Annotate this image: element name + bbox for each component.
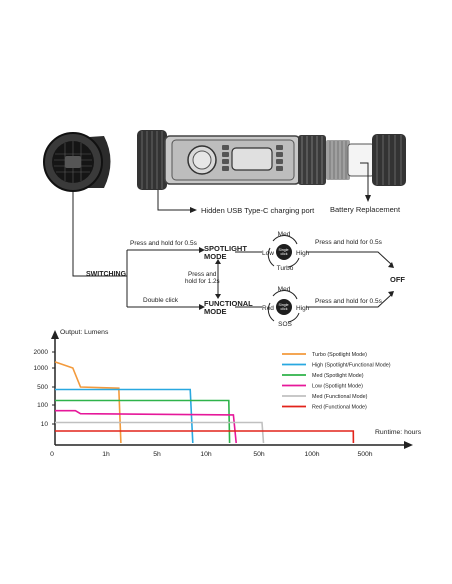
x-tick-label: 100h	[304, 451, 319, 458]
flow-arrowheads	[199, 247, 394, 310]
single-click-line-2: click	[281, 252, 288, 256]
legend-label: Low (Spotlight Mode)	[312, 384, 363, 390]
cycle-red: Red	[262, 305, 274, 312]
x-tick-label: 1h	[102, 451, 110, 458]
legend-label: High (Spotlight/Functional Mode)	[312, 363, 391, 369]
x-tick-label: 0	[50, 451, 54, 458]
cycle-med: Med	[278, 286, 291, 293]
x-tick-label: 50h	[253, 451, 265, 458]
functional-mode-line-2: MODE	[204, 307, 227, 316]
single-click-text: Single click	[279, 248, 290, 256]
functional-mode-cycle: Single click Med Red High SOS	[262, 286, 310, 328]
y-axis-label: Output: Lumens	[60, 329, 109, 336]
press-hold-12-label: Press and hold for 1.2s	[185, 271, 220, 285]
single-click-button-icon	[276, 244, 292, 260]
x-tick-label: 500h	[357, 451, 372, 458]
series-line	[55, 388, 194, 444]
cycle-high: High	[296, 250, 310, 257]
switching-label: SWITCHING	[86, 271, 127, 278]
port-label: Hidden USB Type-C charging port	[201, 206, 315, 215]
single-click-line-2: click	[281, 307, 288, 311]
x-tick-label: 5h	[153, 451, 161, 458]
spotlight-mode-cycle: Single click Med Low High Turbo	[262, 231, 310, 272]
cycle-low: Low	[262, 250, 274, 257]
y-axis-arrow-icon	[51, 330, 59, 339]
x-tick-label: 10h	[200, 451, 212, 458]
series-line	[54, 361, 122, 444]
press-hold-05-bottom-right: Press and hold for 0.5s	[315, 298, 383, 305]
functional-mode-label: FUNCTIONAL MODE	[204, 299, 255, 316]
press-hold-05-top-right: Press and hold for 0.5s	[315, 239, 383, 246]
headlamp-front-view	[43, 132, 111, 192]
runtime-chart: Output: Lumens Runtime: hours 2000100050…	[34, 329, 422, 458]
legend-label: Turbo (Spotlight Mode)	[312, 352, 367, 358]
press-hold-05-label: Press and hold for 0.5s	[130, 240, 198, 247]
cycle-high: High	[296, 305, 310, 312]
battery-label: Battery Replacement	[330, 205, 401, 214]
spotlight-mode-label: SPOTLIGHT MODE	[204, 244, 249, 261]
double-click-label: Double click	[143, 297, 179, 304]
headlamp-side-view	[137, 130, 406, 190]
y-tick-label: 1000	[34, 365, 49, 372]
y-tick-label: 500	[37, 384, 48, 391]
port-callout	[157, 190, 190, 211]
y-tick-label: 100	[37, 402, 48, 409]
legend-label: Med (Functional Mode)	[312, 394, 368, 400]
series-line	[55, 409, 237, 444]
off-label: OFF	[390, 275, 405, 284]
x-axis-arrow-icon	[404, 441, 413, 449]
series-line	[55, 399, 231, 444]
functional-mode-line-1: FUNCTIONAL	[204, 299, 253, 308]
arrow-icon	[190, 207, 197, 213]
press-hold-12-line-2: hold for 1.2s	[185, 278, 220, 285]
spotlight-mode-line-1: SPOTLIGHT	[204, 244, 247, 253]
flow-lines	[72, 192, 393, 308]
y-tick-label: 10	[41, 421, 49, 428]
legend-label: Red (Functional Mode)	[312, 405, 367, 411]
arrow-icon	[365, 195, 371, 202]
battery-callout	[360, 162, 369, 195]
cycle-sos: SOS	[278, 321, 292, 328]
press-hold-12-line-1: Press and	[188, 271, 217, 278]
cycle-med: Med	[278, 231, 291, 238]
spotlight-mode-line-2: MODE	[204, 252, 227, 261]
single-click-line-1: Single	[279, 303, 289, 307]
x-axis-label: Runtime: hours	[375, 429, 422, 436]
single-click-button-icon	[276, 299, 292, 315]
cycle-turbo: Turbo	[277, 265, 294, 272]
y-tick-label: 2000	[34, 349, 49, 356]
single-click-line-1: Single	[279, 248, 289, 252]
single-click-text: Single click	[279, 303, 290, 311]
series-line	[55, 430, 355, 444]
series-line	[55, 421, 265, 444]
legend-label: Med (Spotlight Mode)	[312, 373, 364, 379]
